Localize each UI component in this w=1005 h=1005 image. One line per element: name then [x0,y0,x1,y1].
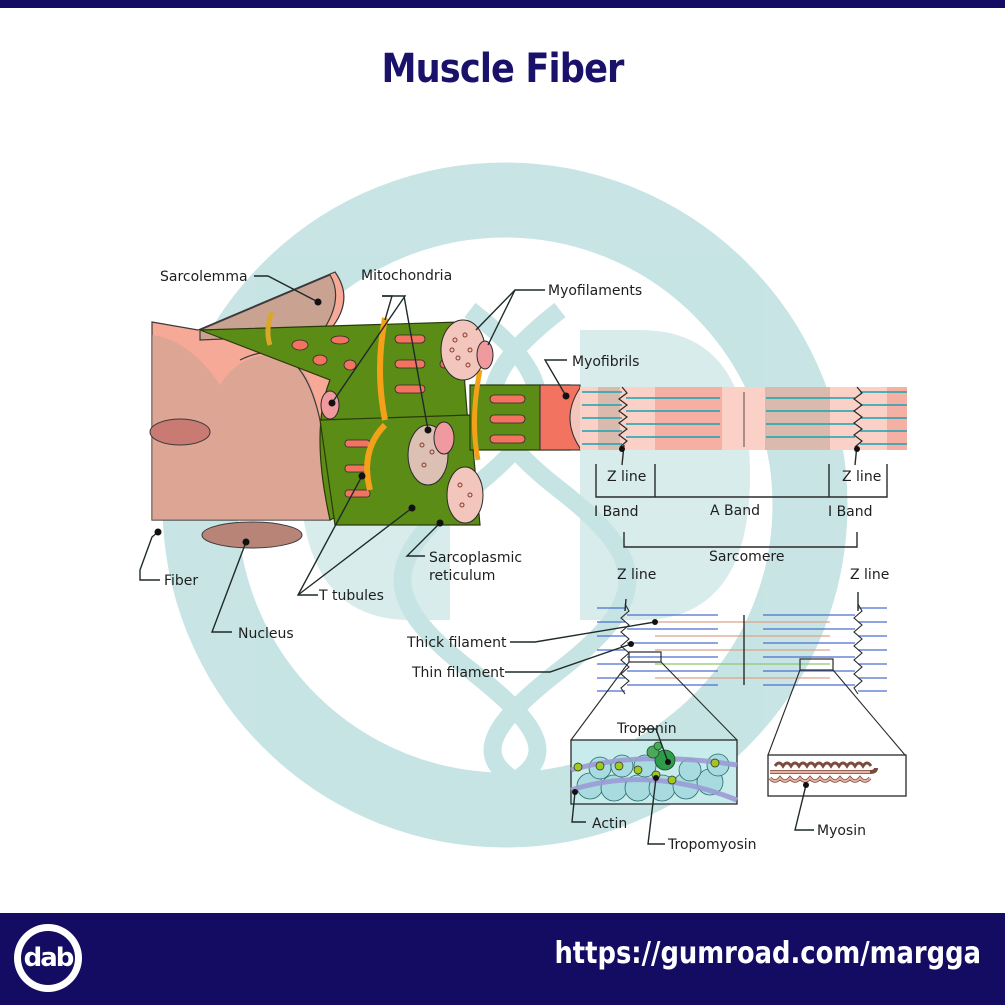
thick-filaments [655,621,830,679]
myofibril-bundle [199,311,581,526]
footer-bar [0,913,1005,1005]
label-thin-filament: Thin filament [411,665,505,681]
label-fiber: Fiber [164,573,198,589]
zoom-box-thin [628,651,662,663]
zoom-box-thick [799,658,834,671]
label-z-line-bottom-right: Z line [850,567,889,583]
labels: Sarcolemma Mitochondria Myofilaments Myo… [160,268,889,853]
label-tropomyosin: Tropomyosin [667,837,757,853]
label-z-line-top-right: Z line [842,469,881,485]
label-sarcolemma: Sarcolemma [160,269,248,285]
logo-text: dab [21,931,75,985]
label-sarcoplasmic: Sarcoplasmic [429,550,522,566]
footer-url-link[interactable]: https://gumroad.com/margga [554,936,981,971]
label-reticulum: reticulum [429,568,495,584]
filament-detail [570,603,906,756]
band-brackets [595,444,888,548]
label-t-tubules: T tubules [318,588,384,604]
nucleus-side [149,418,211,446]
thin-filaments [597,607,887,692]
label-mitochondria: Mitochondria [361,268,452,284]
logo: dab [14,924,82,992]
sarcomere-strip [580,386,907,450]
fiber-body [149,271,345,549]
page-title: Muscle Fiber [381,46,624,92]
label-nucleus: Nucleus [238,626,294,642]
label-z-line-bottom-left: Z line [617,567,656,583]
nucleus [201,521,303,549]
label-actin: Actin [592,816,627,832]
label-i-band-right: I Band [828,504,873,520]
z-line-zigzag [853,386,863,448]
label-i-band-left: I Band [594,504,639,520]
leader-dots [154,298,860,795]
label-troponin: Troponin [616,721,677,737]
label-myosin: Myosin [817,823,866,839]
label-z-line-top-left: Z line [607,469,646,485]
label-thick-filament: Thick filament [406,635,507,651]
top-bar [0,0,1005,8]
thin-filament-inset [570,739,738,805]
thick-filament-inset [767,754,907,797]
troponin-complex [654,749,676,771]
label-myofilaments: Myofilaments [548,283,642,299]
label-a-band: A Band [710,503,760,519]
label-sarcomere: Sarcomere [709,549,785,565]
z-line-zigzag [618,386,628,448]
label-myofibrils: Myofibrils [572,354,639,370]
